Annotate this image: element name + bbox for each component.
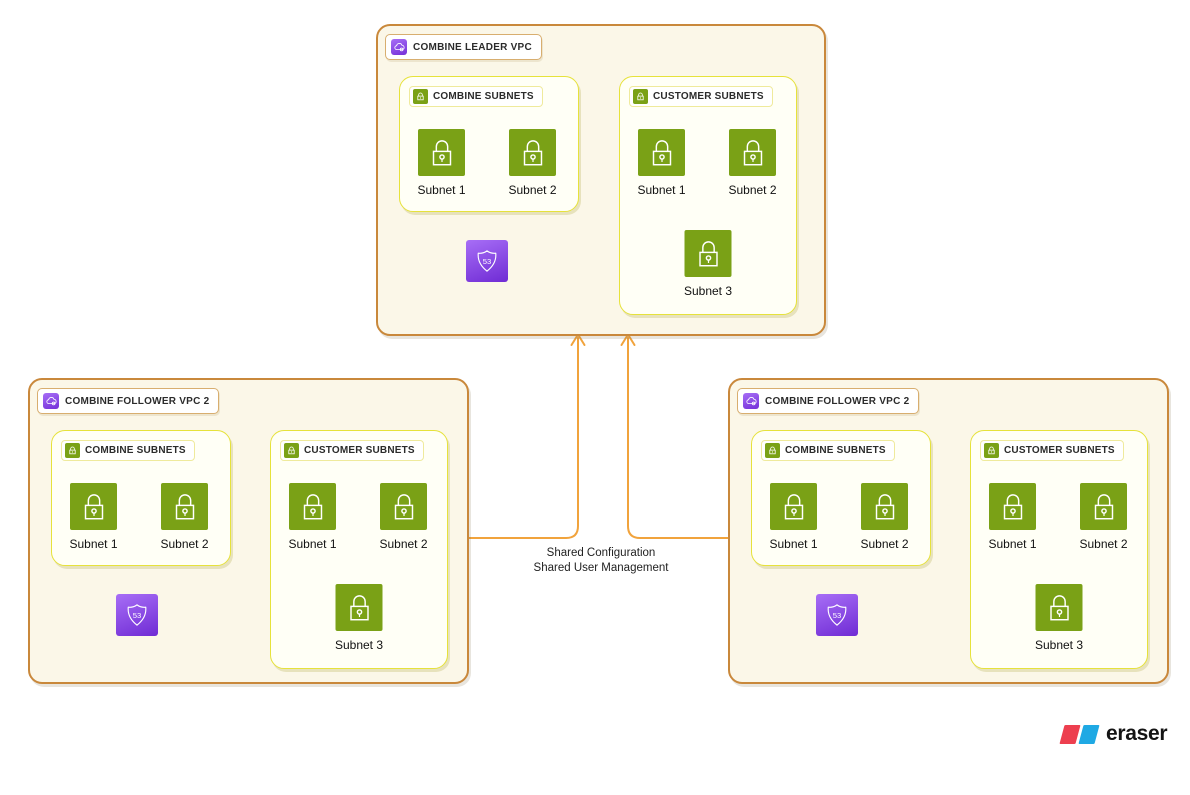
route53-icon[interactable]: 53 [116,594,158,636]
eraser-logo-text: eraser [1106,722,1168,745]
subnet-node[interactable]: Subnet 2 [508,129,557,197]
lock-icon [633,89,648,104]
subnet-label: Subnet 1 [69,537,118,551]
private-subnet-icon [70,483,117,530]
subnet-node[interactable]: Subnet 3 [1034,584,1084,652]
connection-label-line1: Shared Configuration [546,547,656,559]
connection-label: Shared Configuration Shared User Managem… [534,546,669,576]
route53-label: 53 [483,257,492,266]
subnet-node[interactable]: Subnet 1 [637,129,686,197]
shared-connector-left [463,332,586,539]
vpc-leader-node[interactable]: COMBINE LEADER VPC COMBINE SUBNETS [376,24,826,336]
private-subnet-icon [380,483,427,530]
vpc-icon [391,39,407,55]
subnet-node[interactable]: Subnet 1 [988,483,1037,551]
route53-label: 53 [833,611,842,620]
shared-connector-right [620,332,730,539]
combine-subnets-group[interactable]: COMBINE SUBNETS Subnet 1 [51,430,231,566]
combine-subnets-group[interactable]: COMBINE SUBNETS Subnet 1 [751,430,931,566]
vpc-follower-right-node[interactable]: COMBINE FOLLOWER VPC 2 COMBINE SUBNETS [728,378,1169,684]
private-subnet-icon [289,483,336,530]
group-header: COMBINE SUBNETS [61,440,195,461]
private-subnet-icon [1035,584,1083,631]
private-subnet-icon [638,129,685,176]
vpc-title: COMBINE FOLLOWER VPC 2 [65,395,210,407]
subnet-label: Subnet 2 [1079,537,1128,551]
vpc-icon [43,393,59,409]
group-header: CUSTOMER SUBNETS [980,440,1124,461]
vpc-title: COMBINE FOLLOWER VPC 2 [765,395,910,407]
customer-subnets-group[interactable]: CUSTOMER SUBNETS Subnet 1 [619,76,797,315]
subnet-label: Subnet 1 [637,183,686,197]
private-subnet-icon [161,483,208,530]
subnet-node[interactable]: Subnet 3 [683,230,733,298]
group-title: CUSTOMER SUBNETS [653,91,764,102]
lock-icon [413,89,428,104]
vpc-title: COMBINE LEADER VPC [413,41,532,53]
subnet-node[interactable]: Subnet 2 [1079,483,1128,551]
vpc-header: COMBINE FOLLOWER VPC 2 [37,388,220,414]
route53-label: 53 [133,611,142,620]
private-subnet-icon [418,129,465,176]
subnet-label: Subnet 3 [683,284,733,298]
group-header: CUSTOMER SUBNETS [629,86,773,107]
private-subnet-icon [861,483,908,530]
group-header: COMBINE SUBNETS [409,86,543,107]
private-subnet-icon [684,230,732,277]
vpc-header: COMBINE LEADER VPC [385,34,542,60]
subnet-node[interactable]: Subnet 2 [160,483,209,551]
vpc-icon [743,393,759,409]
group-header: COMBINE SUBNETS [761,440,895,461]
eraser-logo[interactable]: eraser [1059,722,1168,746]
private-subnet-icon [770,483,817,530]
group-title: COMBINE SUBNETS [785,445,886,456]
customer-subnets-group[interactable]: CUSTOMER SUBNETS Subnet 1 [970,430,1148,669]
subnet-label: Subnet 1 [288,537,337,551]
subnet-label: Subnet 1 [417,183,466,197]
subnet-label: Subnet 2 [728,183,777,197]
group-title: COMBINE SUBNETS [433,91,534,102]
vpc-header: COMBINE FOLLOWER VPC 2 [737,388,920,414]
private-subnet-icon [509,129,556,176]
group-title: CUSTOMER SUBNETS [304,445,415,456]
subnet-label: Subnet 3 [334,638,384,652]
lock-icon [765,443,780,458]
subnet-label: Subnet 2 [160,537,209,551]
subnet-label: Subnet 1 [988,537,1037,551]
group-title: COMBINE SUBNETS [85,445,186,456]
subnet-node[interactable]: Subnet 1 [288,483,337,551]
subnet-node[interactable]: Subnet 2 [379,483,428,551]
eraser-logo-icon [1059,724,1100,744]
private-subnet-icon [1080,483,1127,530]
subnet-label: Subnet 2 [379,537,428,551]
subnet-label: Subnet 3 [1034,638,1084,652]
subnet-label: Subnet 2 [508,183,557,197]
group-title: CUSTOMER SUBNETS [1004,445,1115,456]
subnet-label: Subnet 2 [860,537,909,551]
subnet-node[interactable]: Subnet 1 [69,483,118,551]
vpc-follower-left-node[interactable]: COMBINE FOLLOWER VPC 2 COMBINE SUBNETS [28,378,469,684]
combine-subnets-group[interactable]: COMBINE SUBNETS Subnet 1 [399,76,579,212]
connection-label-line2: Shared User Management [533,562,669,574]
subnet-node[interactable]: Subnet 1 [769,483,818,551]
subnet-node[interactable]: Subnet 2 [728,129,777,197]
route53-icon[interactable]: 53 [466,240,508,282]
private-subnet-icon [729,129,776,176]
lock-icon [284,443,299,458]
group-header: CUSTOMER SUBNETS [280,440,424,461]
subnet-node[interactable]: Subnet 3 [334,584,384,652]
lock-icon [984,443,999,458]
customer-subnets-group[interactable]: CUSTOMER SUBNETS Subnet 1 [270,430,448,669]
lock-icon [65,443,80,458]
private-subnet-icon [989,483,1036,530]
private-subnet-icon [335,584,383,631]
subnet-node[interactable]: Subnet 1 [417,129,466,197]
subnet-label: Subnet 1 [769,537,818,551]
route53-icon[interactable]: 53 [816,594,858,636]
subnet-node[interactable]: Subnet 2 [860,483,909,551]
